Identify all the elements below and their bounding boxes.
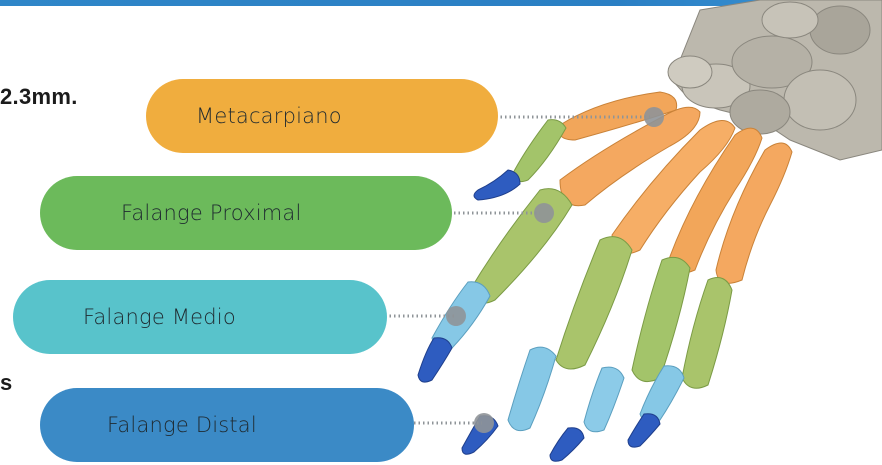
- target-dots: [446, 107, 664, 433]
- label-falange-medio: Falange Medio: [83, 305, 236, 329]
- label-falange-distal: Falange Distal: [107, 413, 257, 437]
- target-dot-falange-proximal: [534, 203, 554, 223]
- label-pill-falange-proximal: Falange Proximal: [40, 176, 452, 250]
- middle-phalanx-bones: [431, 281, 685, 433]
- label-pill-falange-distal: Falange Distal: [40, 388, 414, 462]
- metacarpal-bones: [559, 106, 793, 284]
- label-metacarpiano: Metacarpiano: [196, 104, 342, 128]
- label-falange-proximal: Falange Proximal: [121, 201, 302, 225]
- carpal-bones: [667, 0, 882, 161]
- target-dot-metacarpiano: [644, 107, 664, 127]
- side-text-measurement: 2.3mm.: [0, 84, 78, 109]
- target-dot-falange-distal: [474, 413, 494, 433]
- label-pill-falange-medio: Falange Medio: [13, 280, 387, 354]
- side-text-fragment: s: [0, 370, 13, 395]
- target-dot-falange-medio: [446, 306, 466, 326]
- label-pill-metacarpiano: Metacarpiano: [146, 79, 498, 153]
- header-bar: [0, 0, 882, 6]
